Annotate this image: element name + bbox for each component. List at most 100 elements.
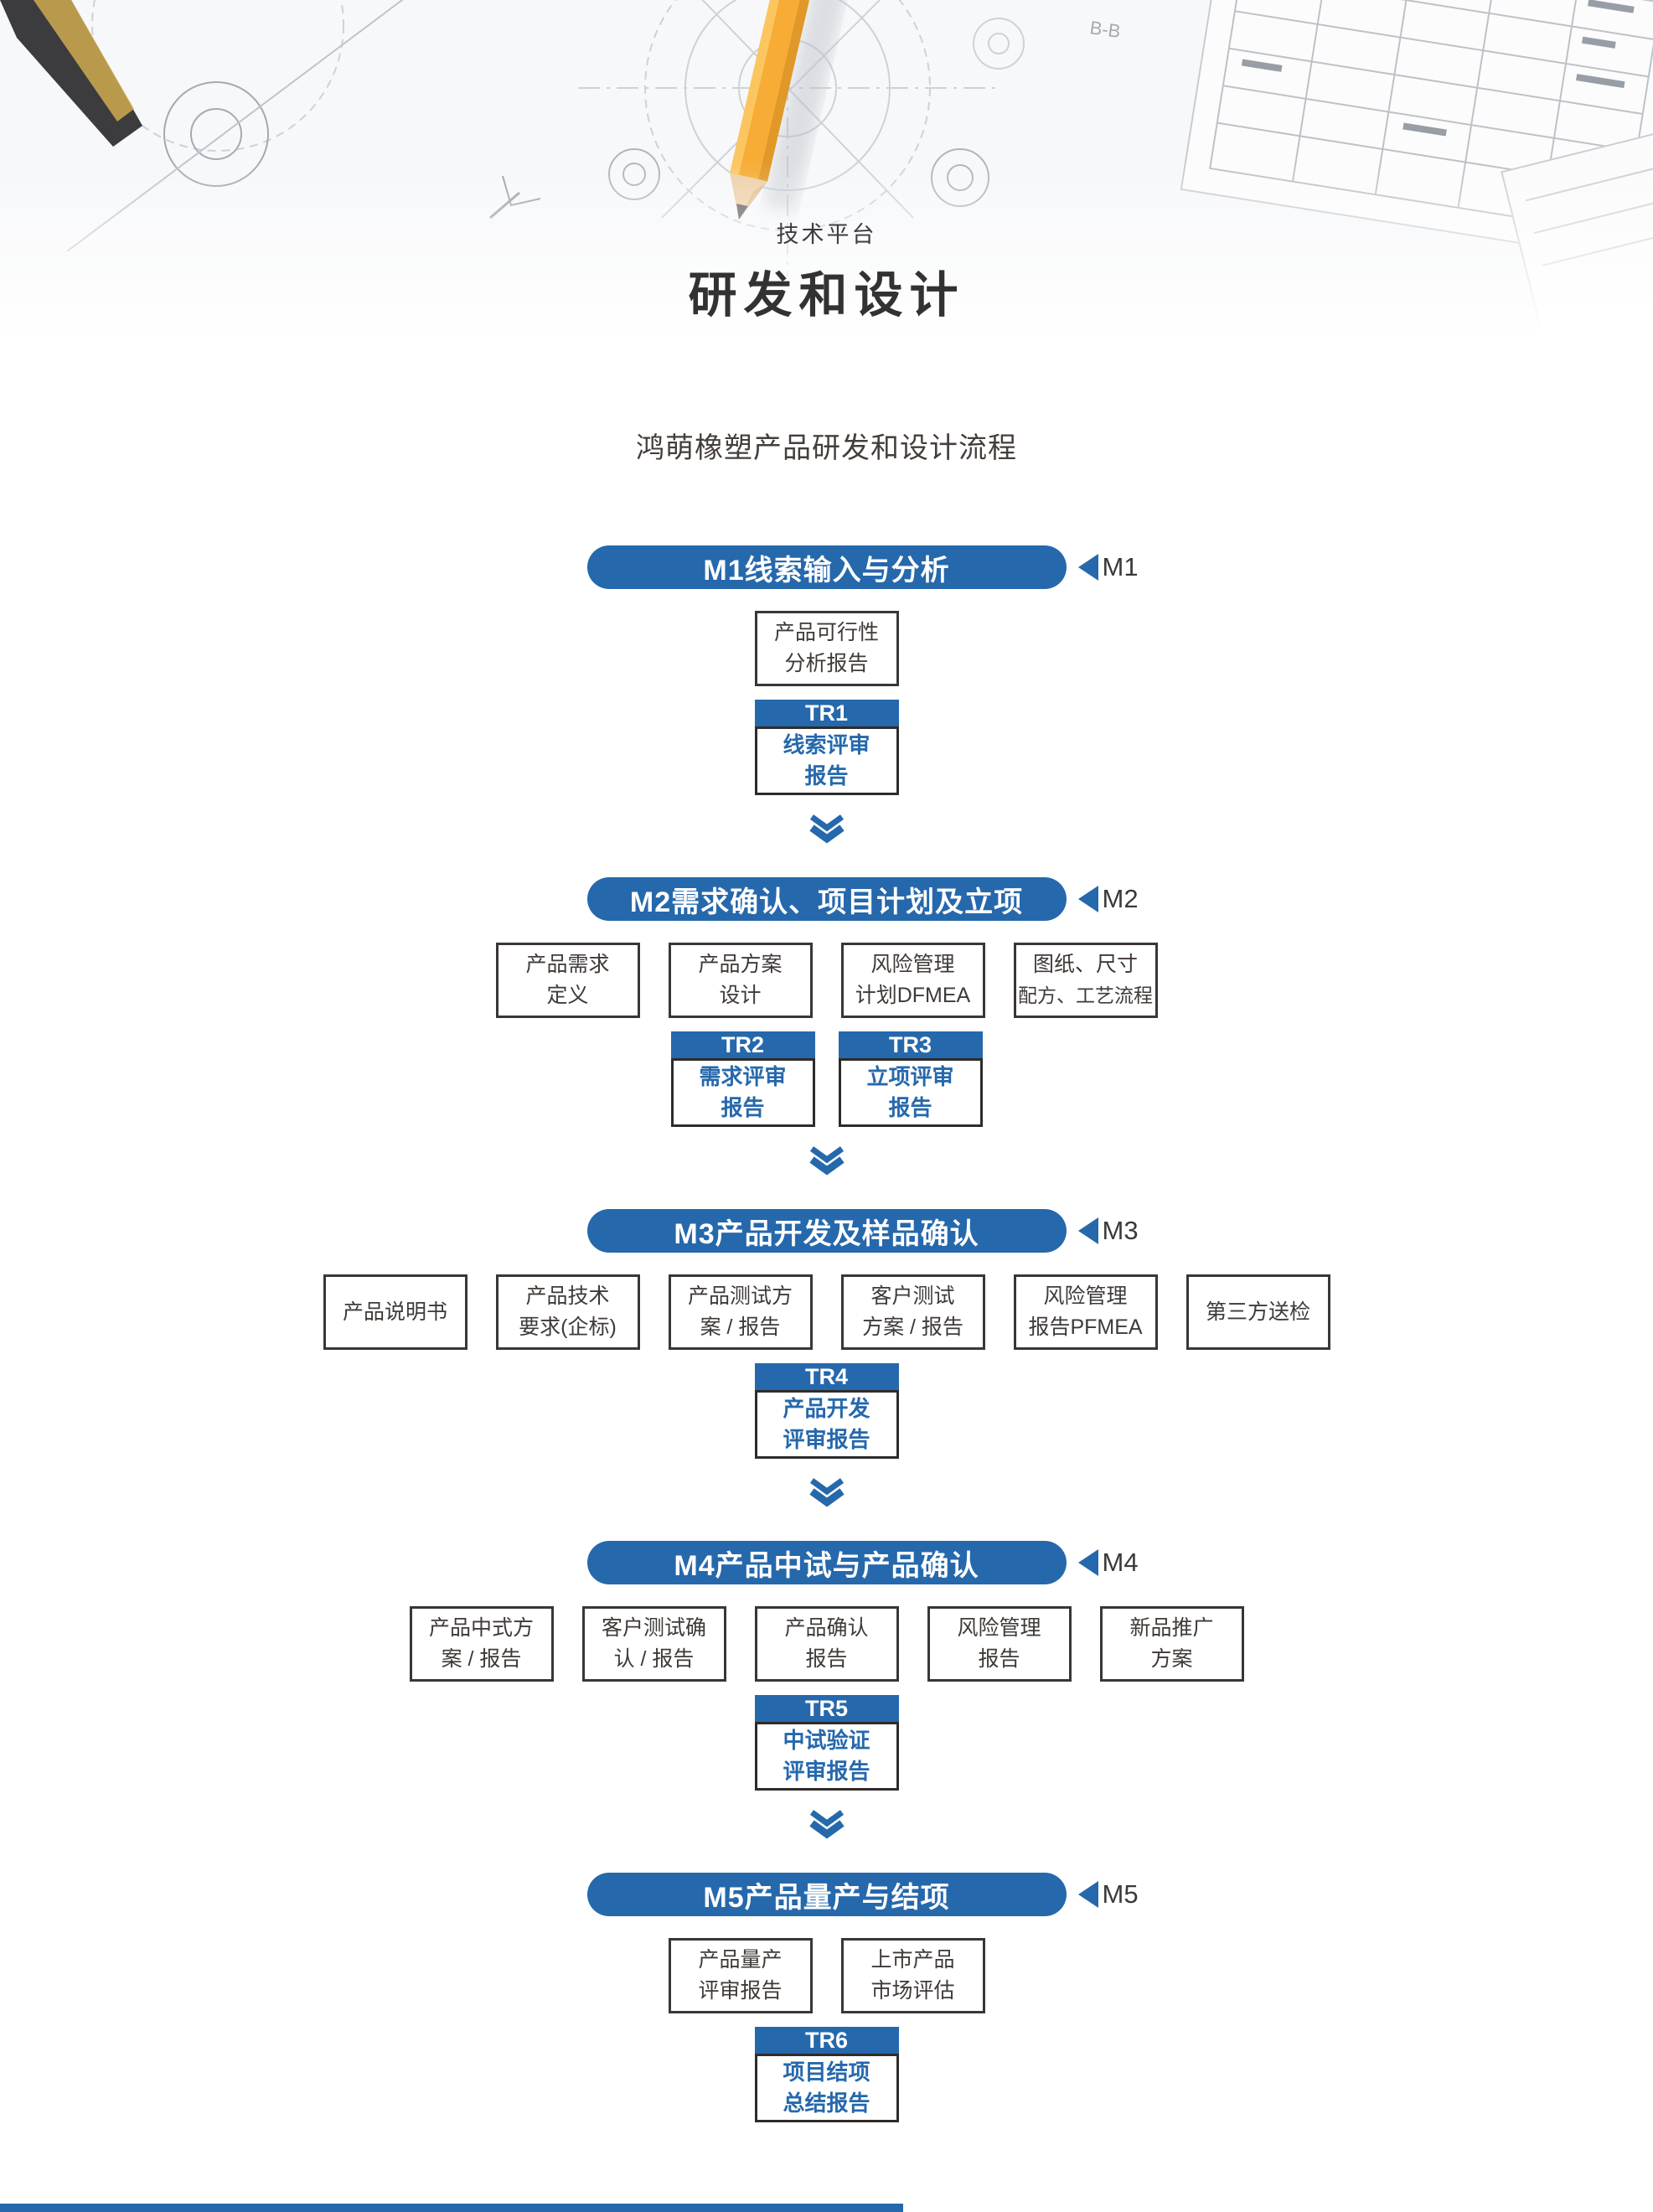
tr-header: TR4 <box>754 1363 899 1390</box>
doc-box: 产品技术要求(企标) <box>495 1274 640 1350</box>
doc-box: 产品可行性分析报告 <box>754 611 899 686</box>
stage-pill-row: M5产品量产与结项 M5 <box>586 1873 1139 1916</box>
tr-body: 项目结项总结报告 <box>754 2054 899 2122</box>
tr-body: 需求评审报告 <box>670 1058 815 1127</box>
doc-line: 报告 <box>805 1647 848 1671</box>
doc-line: 评审报告 <box>698 1979 783 2003</box>
double-chevron-down-icon <box>808 814 845 844</box>
tr-body: 产品开发评审报告 <box>754 1390 899 1459</box>
doc-box: 产品中式方案 / 报告 <box>409 1606 554 1682</box>
tr-line: 总结报告 <box>783 2091 870 2116</box>
flow-title: 鸿萌橡塑产品研发和设计流程 <box>636 432 1017 464</box>
doc-line: 市场评估 <box>870 1979 955 2003</box>
milestone-label: M2 <box>1102 884 1139 913</box>
page-title: 研发和设计 <box>688 268 965 323</box>
doc-line: 方案 / 报告 <box>862 1315 963 1339</box>
tr-header: TR1 <box>754 700 899 726</box>
doc-box: 图纸、尺寸配方、工艺流程 <box>1013 943 1158 1018</box>
doc-box: 产品需求定义 <box>495 943 640 1018</box>
stage-pill: M4产品中试与产品确认 <box>586 1541 1067 1584</box>
milestone-label: M1 <box>1102 552 1139 581</box>
svg-text:B-B: B-B <box>1088 17 1122 42</box>
doc-line: 计划DFMEA <box>855 984 971 1007</box>
tr-line: 项目结项 <box>783 2060 870 2085</box>
doc-box: 产品测试方案 / 报告 <box>668 1274 813 1350</box>
doc-row: 产品量产评审报告 上市产品市场评估 <box>0 1938 1653 2013</box>
doc-box: 产品方案设计 <box>668 943 813 1018</box>
milestone-label: M3 <box>1102 1216 1139 1245</box>
doc-line: 案 / 报告 <box>441 1647 522 1671</box>
milestone-triangle-icon <box>1077 1549 1098 1576</box>
stage-pill: M5产品量产与结项 <box>586 1873 1067 1916</box>
hero-text: 技术平台 研发和设计 <box>0 216 1653 326</box>
bottom-accent-bar <box>0 2204 903 2212</box>
tr-line: 中试验证 <box>783 1728 870 1753</box>
doc-box: 风险管理报告 <box>927 1606 1072 1682</box>
milestone-marker: M5 <box>1077 1879 1139 1910</box>
doc-line: 方案 <box>1150 1647 1193 1671</box>
tr-line: 报告 <box>804 763 849 788</box>
doc-box: 客户测试方案 / 报告 <box>840 1274 985 1350</box>
doc-line: 产品可行性 <box>773 621 879 644</box>
doc-box: 第三方送检 <box>1186 1274 1330 1350</box>
pen-icon <box>0 0 142 147</box>
milestone-marker: M4 <box>1077 1548 1139 1578</box>
milestone-triangle-icon <box>1077 554 1098 581</box>
stage-pill: M3产品开发及样品确认 <box>586 1209 1067 1253</box>
doc-line: 客户测试确 <box>601 1616 706 1640</box>
doc-line: 上市产品 <box>870 1948 955 1972</box>
doc-line: 认 / 报告 <box>613 1647 695 1671</box>
doc-line: 产品中式方 <box>428 1616 534 1640</box>
milestone-triangle-icon <box>1077 886 1098 912</box>
doc-line: 要求(企标) <box>519 1315 617 1339</box>
milestone-triangle-icon <box>1077 1881 1098 1908</box>
hero-kicker: 技术平台 <box>776 222 877 247</box>
doc-box: 风险管理报告PFMEA <box>1013 1274 1158 1350</box>
doc-line: 产品需求 <box>525 953 610 976</box>
tr-body: 立项评审报告 <box>838 1058 983 1127</box>
milestone-marker: M3 <box>1077 1216 1139 1246</box>
tr-line: 线索评审 <box>783 732 870 757</box>
doc-box: 客户测试确认 / 报告 <box>581 1606 726 1682</box>
milestone-marker: M1 <box>1077 552 1139 582</box>
tr-box-TR5: TR5 中试验证评审报告 <box>754 1695 899 1791</box>
doc-line: 新品推广 <box>1129 1616 1214 1640</box>
tr-line: 评审报告 <box>783 1759 870 1784</box>
tr-line: 产品开发 <box>783 1396 870 1421</box>
doc-line: 产品测试方 <box>687 1284 793 1308</box>
doc-line: 产品技术 <box>525 1284 610 1308</box>
hero-banner: B-B <box>0 0 1653 364</box>
tr-body: 线索评审报告 <box>754 726 899 795</box>
tr-header: TR3 <box>838 1031 983 1058</box>
milestone-label: M4 <box>1102 1548 1139 1577</box>
doc-line: 客户测试 <box>870 1284 955 1308</box>
doc-line: 产品量产 <box>698 1948 783 1972</box>
doc-line: 设计 <box>719 984 762 1007</box>
doc-row: 产品中式方案 / 报告客户测试确认 / 报告产品确认报告风险管理报告新品推广方案 <box>0 1606 1653 1682</box>
doc-line: 风险管理 <box>957 1616 1041 1640</box>
flow-arrow <box>0 1477 1653 1507</box>
hero-blueprint-image: B-B <box>0 0 1653 364</box>
stage-pill-row: M4产品中试与产品确认 M4 <box>586 1541 1139 1584</box>
tr-header: TR5 <box>754 1695 899 1722</box>
tr-line: 报告 <box>888 1095 932 1120</box>
doc-line: 报告 <box>978 1647 1020 1671</box>
doc-line: 报告PFMEA <box>1028 1315 1143 1339</box>
doc-line: 图纸、尺寸 <box>1032 953 1138 976</box>
doc-row: 产品说明书产品技术要求(企标)产品测试方案 / 报告客户测试方案 / 报告风险管… <box>0 1274 1653 1350</box>
doc-box: 新品推广方案 <box>1099 1606 1244 1682</box>
